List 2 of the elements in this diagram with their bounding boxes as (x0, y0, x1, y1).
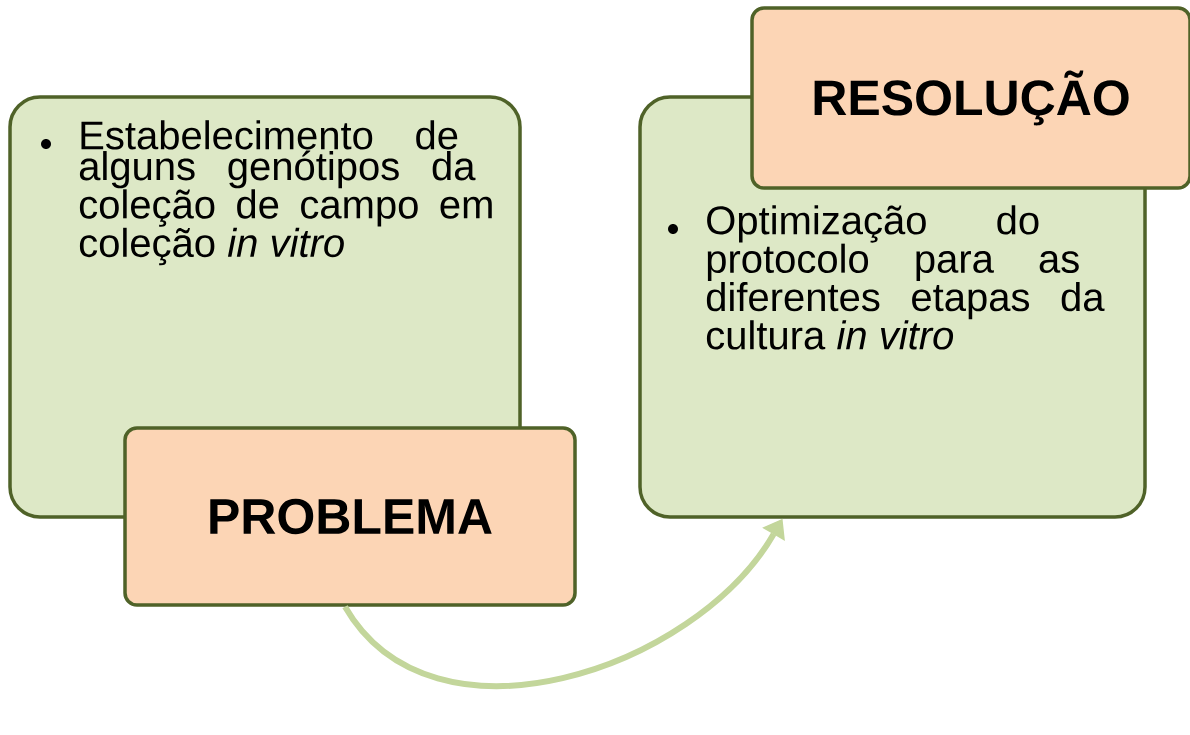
title-box: PROBLEMA (123, 426, 577, 607)
title-box: RESOLUÇÃO (750, 6, 1190, 190)
